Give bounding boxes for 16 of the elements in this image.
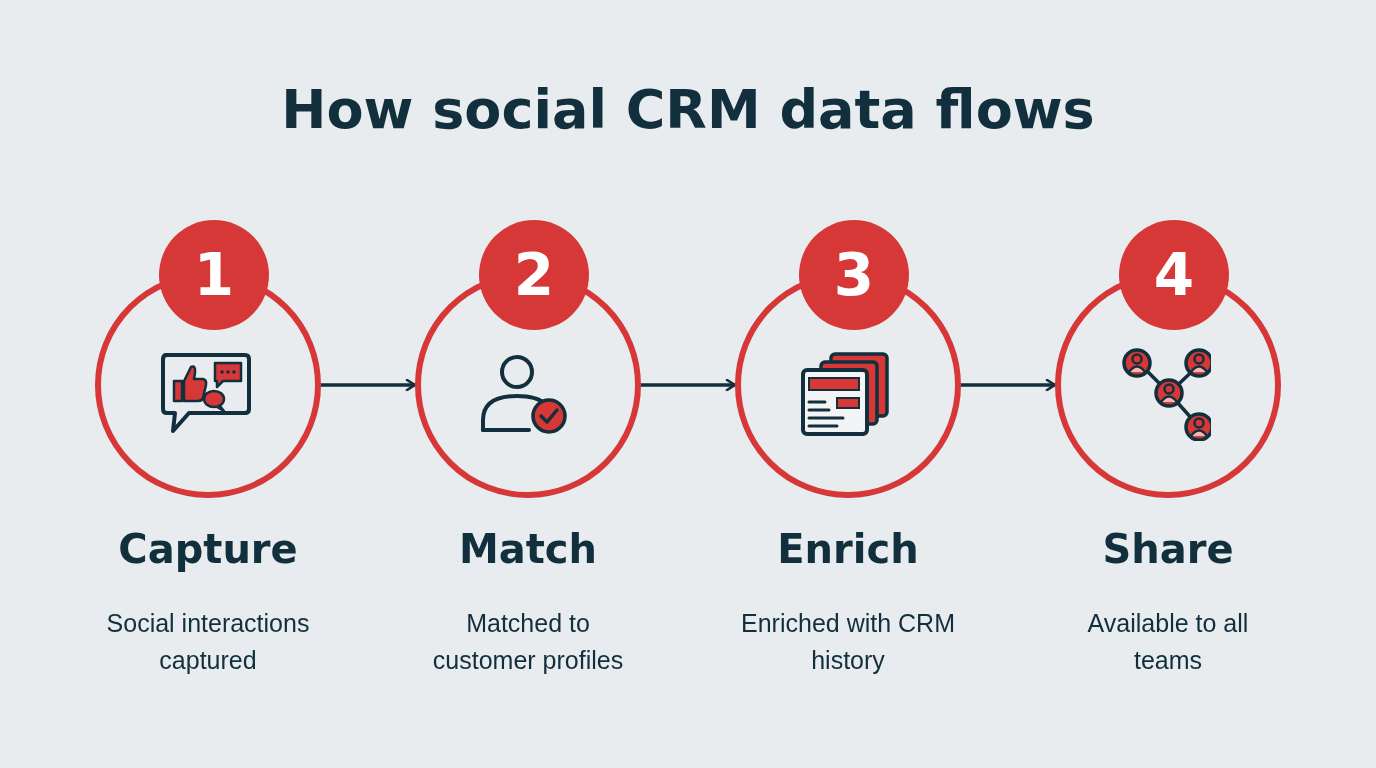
step-number: 2 — [479, 220, 589, 330]
step-description: Social interactions captured — [105, 608, 311, 676]
step-description: Available to all teams — [1086, 608, 1250, 676]
step-title: Match — [457, 526, 599, 572]
step-description: Enriched with CRM history — [740, 608, 956, 676]
step-title: Share — [1101, 526, 1235, 572]
step-number: 4 — [1119, 220, 1229, 330]
title: How social CRM data flows — [280, 78, 1096, 141]
arrow — [321, 378, 417, 392]
arrow — [961, 378, 1057, 392]
step-description: Matched to customer profiles — [431, 608, 625, 676]
step-number: 3 — [799, 220, 909, 330]
step-title: Capture — [117, 526, 299, 572]
step-number: 1 — [159, 220, 269, 330]
step-title: Enrich — [776, 526, 920, 572]
arrow — [641, 378, 737, 392]
